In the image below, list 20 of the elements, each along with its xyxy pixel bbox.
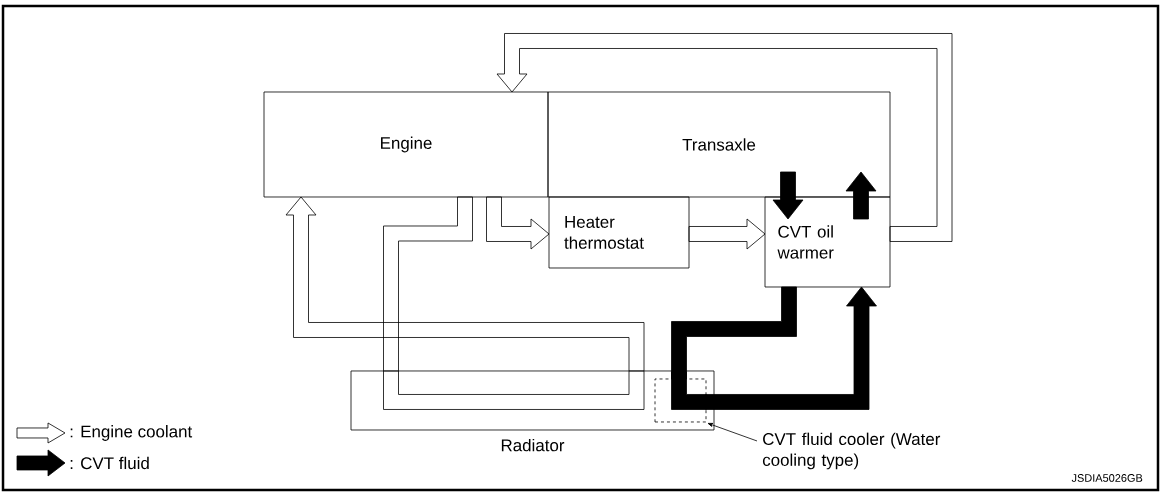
- coolant-pipe: [383, 196, 473, 372]
- coolant-arrow: [486, 196, 550, 250]
- legend-text: : Engine coolant: [70, 425, 193, 441]
- callout-text: CVT fluid cooler (Water cooling type): [762, 432, 941, 470]
- fluid-arrow: [772, 171, 804, 220]
- coolant-arrow: [285, 196, 645, 372]
- cooler-outline: [654, 378, 707, 423]
- legend-text: : CVT fluid: [70, 456, 149, 470]
- oil-warmer-box: CVT oil warmer: [764, 196, 891, 288]
- fluid-arrow: [845, 171, 877, 220]
- coolant-arrow: [688, 218, 766, 250]
- leader-line: [707, 423, 758, 442]
- radiator-box: Radiator: [350, 370, 715, 452]
- engine-box: Engine: [263, 91, 549, 198]
- transaxle-box: Transaxle: [547, 91, 891, 198]
- fluid-arrow: [705, 286, 877, 410]
- coolant-arrow: [496, 33, 953, 242]
- thermostat-box: Heater thermostat: [548, 196, 690, 269]
- node-label: Radiator: [501, 438, 565, 452]
- figure-code: JSDIA5026GB: [1071, 474, 1143, 482]
